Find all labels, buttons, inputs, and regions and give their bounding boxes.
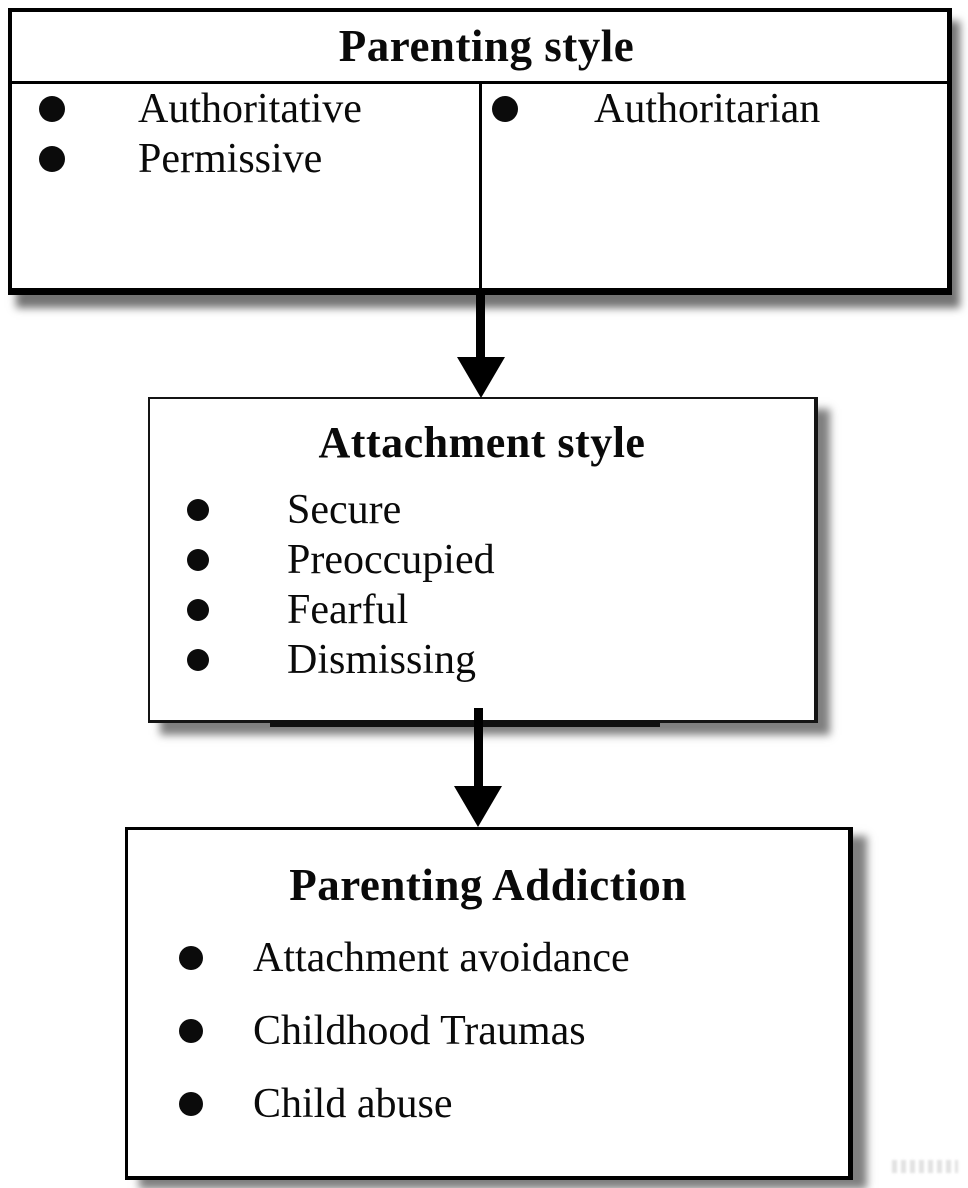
- list-item-label: Preoccupied: [287, 537, 495, 583]
- list-item-label: Authoritative: [138, 86, 362, 132]
- bullet-icon: [179, 945, 203, 970]
- bullet-icon: [39, 146, 65, 172]
- down-arrow-shaft: [474, 708, 483, 790]
- bullet-icon: [187, 549, 209, 571]
- attachment-style-list: Secure Preoccupied Fearful Dismissing: [150, 485, 814, 685]
- bullet-icon: [179, 1091, 203, 1116]
- list-item-label: Dismissing: [287, 637, 477, 683]
- list-item-label: Authoritarian: [594, 86, 821, 132]
- bullet-icon: [187, 599, 209, 621]
- parenting-addiction-box: Parenting Addiction Attachment avoidance…: [125, 827, 853, 1180]
- bullet-icon: [39, 96, 65, 122]
- list-item-label: Attachment avoidance: [253, 934, 630, 981]
- list-item: Authoritarian: [482, 84, 947, 134]
- parenting-style-title: Parenting style: [12, 12, 947, 84]
- parenting-addiction-list: Attachment avoidance Childhood Traumas C…: [128, 921, 848, 1140]
- list-item: Permissive: [12, 134, 479, 184]
- down-arrow-shaft: [476, 291, 485, 361]
- parenting-style-box: Parenting style Authoritative Permissive…: [8, 8, 952, 295]
- bullet-icon: [492, 96, 518, 122]
- list-item: Fearful: [150, 585, 814, 635]
- bullet-icon: [187, 649, 209, 671]
- list-item: Dismissing: [150, 635, 814, 685]
- list-item: Child abuse: [128, 1067, 848, 1140]
- list-item-label: Secure: [287, 487, 402, 533]
- parenting-addiction-title: Parenting Addiction: [289, 860, 687, 910]
- attachment-style-title: Attachment style: [318, 418, 646, 467]
- list-item: Attachment avoidance: [128, 921, 848, 994]
- list-item: Secure: [150, 485, 814, 535]
- list-item-label: Child abuse: [253, 1080, 453, 1127]
- bullet-icon: [187, 499, 209, 521]
- list-item: Authoritative: [12, 84, 479, 134]
- parenting-style-left-list: Authoritative Permissive: [12, 84, 482, 288]
- down-arrow-icon: [454, 786, 502, 827]
- list-item-label: Childhood Traumas: [253, 1007, 586, 1054]
- list-item-label: Permissive: [138, 136, 323, 182]
- bullet-icon: [179, 1018, 203, 1043]
- watermark-smudge: [892, 1160, 958, 1173]
- parenting-style-columns: Authoritative Permissive Authoritarian: [12, 84, 947, 288]
- down-arrow-icon: [457, 357, 505, 398]
- attachment-style-box: Attachment style Secure Preoccupied Fear…: [148, 397, 818, 727]
- list-item: Childhood Traumas: [128, 994, 848, 1067]
- list-item: Preoccupied: [150, 535, 814, 585]
- list-item-label: Fearful: [287, 587, 409, 633]
- parenting-style-right-list: Authoritarian: [482, 84, 947, 288]
